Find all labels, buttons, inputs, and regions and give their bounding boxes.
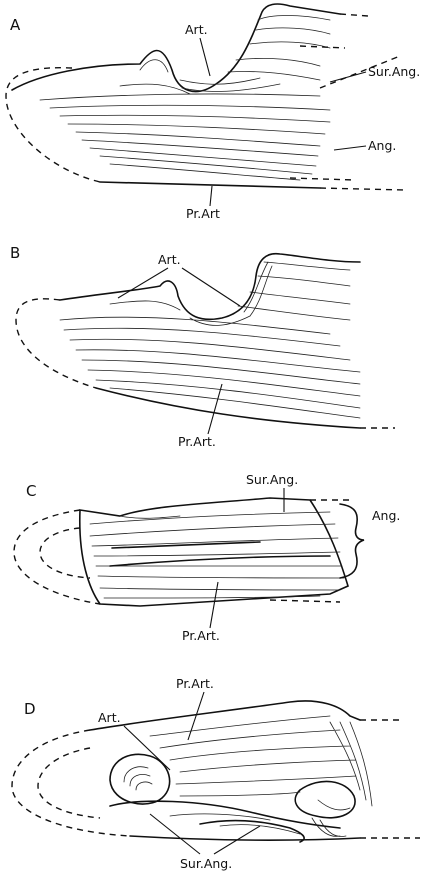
panel-b-surface-hatching bbox=[60, 262, 360, 418]
panel-a: A Art. Sur.Ang. Ang. Pr.Art bbox=[6, 4, 420, 221]
panel-a-label-sur-ang: Sur.Ang. bbox=[368, 64, 420, 79]
panel-c: C Sur.Ang. Ang. Pr.Art. bbox=[14, 472, 400, 643]
panel-c-label-sur-ang: Sur.Ang. bbox=[246, 472, 298, 487]
panel-a-label-art: Art. bbox=[185, 22, 208, 37]
panel-c-letter: C bbox=[26, 482, 36, 500]
panel-d: D Pr.Art. Art. Sur.Ang. bbox=[12, 676, 420, 871]
panel-d-label-pr-art: Pr.Art. bbox=[176, 676, 214, 691]
panel-a-surface-hatching bbox=[40, 16, 330, 181]
panel-a-letter: A bbox=[10, 16, 21, 34]
panel-a-label-ang: Ang. bbox=[368, 138, 396, 153]
panel-b-label-art: Art. bbox=[158, 252, 181, 267]
panel-b-label-pr-art: Pr.Art. bbox=[178, 434, 216, 449]
panel-a-lower-outline bbox=[100, 182, 320, 188]
panel-d-lower-outline bbox=[130, 836, 360, 840]
panel-d-upper-outline bbox=[90, 701, 360, 730]
panel-a-restored-tip bbox=[6, 68, 100, 182]
panel-b-letter: B bbox=[10, 244, 20, 262]
panel-c-ang-brace bbox=[340, 504, 364, 578]
panel-d-restored-tip bbox=[12, 730, 130, 836]
panel-c-label-pr-art: Pr.Art. bbox=[182, 628, 220, 643]
panel-a-label-pr-art: Pr.Art bbox=[186, 206, 220, 221]
panel-a-upper-outline bbox=[12, 4, 340, 92]
panel-d-label-art: Art. bbox=[98, 710, 121, 725]
panel-c-restored-tip bbox=[14, 510, 100, 604]
panel-d-label-sur-ang: Sur.Ang. bbox=[180, 856, 232, 871]
panel-b-lower-outline bbox=[96, 388, 360, 428]
panel-b: B Art. Pr.Art. bbox=[10, 244, 395, 449]
panel-b-restored-tip bbox=[16, 299, 96, 388]
panel-d-letter: D bbox=[24, 700, 36, 718]
panel-c-label-ang: Ang. bbox=[372, 508, 400, 523]
panel-d-surface-hatching bbox=[150, 716, 372, 836]
